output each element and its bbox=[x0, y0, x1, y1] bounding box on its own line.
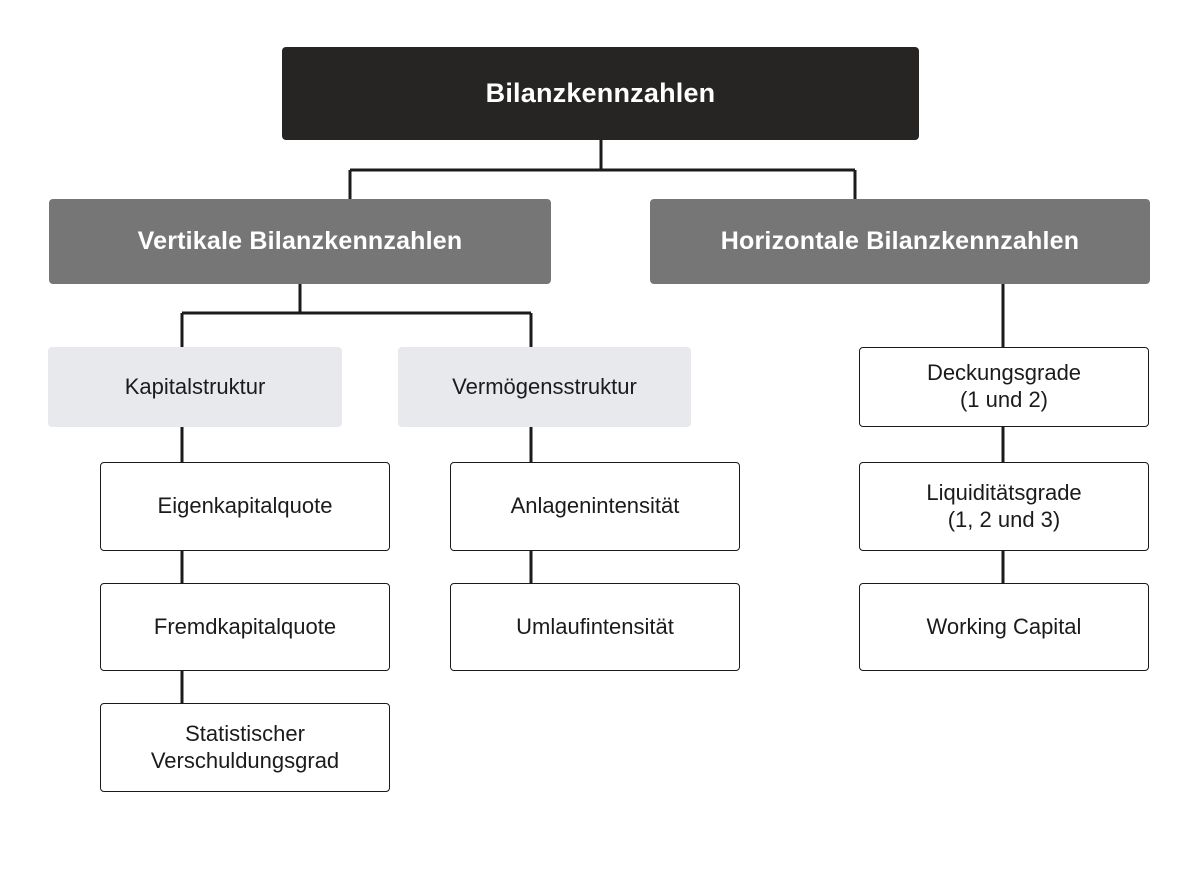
node-fremdkapitalquote-label: Fremdkapitalquote bbox=[153, 613, 337, 639]
node-horizontale-bilanzkennzahlen[interactable]: Horizontale Bilanzkennzahlen bbox=[650, 199, 1150, 284]
node-vermoegensstruktur-label: Vermögensstruktur bbox=[452, 373, 637, 399]
node-liquiditaetsgrade-label: Liquiditätsgrade (1, 2 und 3) bbox=[926, 479, 1082, 532]
node-kapitalstruktur[interactable]: Kapitalstruktur bbox=[48, 347, 342, 427]
node-bilanzkennzahlen[interactable]: Bilanzkennzahlen bbox=[282, 47, 919, 140]
node-horizontale-bilanzkennzahlen-label: Horizontale Bilanzkennzahlen bbox=[720, 227, 1080, 256]
node-deckungsgrade[interactable]: Deckungsgrade (1 und 2) bbox=[859, 347, 1149, 427]
node-working-capital-label: Working Capital bbox=[926, 613, 1082, 639]
node-statistischer-verschuldungsgrad-label: Statistischer Verschuldungsgrad bbox=[150, 720, 340, 773]
node-anlagenintensitaet-label: Anlagenintensität bbox=[510, 493, 680, 519]
node-vertikale-bilanzkennzahlen-label: Vertikale Bilanzkennzahlen bbox=[137, 227, 463, 256]
node-statistischer-verschuldungsgrad[interactable]: Statistischer Verschuldungsgrad bbox=[100, 703, 390, 792]
node-eigenkapitalquote-label: Eigenkapitalquote bbox=[157, 493, 333, 519]
node-umlaufintensitaet-label: Umlaufintensität bbox=[516, 613, 674, 639]
node-working-capital[interactable]: Working Capital bbox=[859, 583, 1149, 671]
node-bilanzkennzahlen-label: Bilanzkennzahlen bbox=[485, 78, 716, 109]
node-kapitalstruktur-label: Kapitalstruktur bbox=[124, 373, 266, 399]
node-liquiditaetsgrade[interactable]: Liquiditätsgrade (1, 2 und 3) bbox=[859, 462, 1149, 551]
node-deckungsgrade-label: Deckungsgrade (1 und 2) bbox=[926, 360, 1082, 412]
node-vertikale-bilanzkennzahlen[interactable]: Vertikale Bilanzkennzahlen bbox=[49, 199, 551, 284]
node-anlagenintensitaet[interactable]: Anlagenintensität bbox=[450, 462, 740, 551]
node-eigenkapitalquote[interactable]: Eigenkapitalquote bbox=[100, 462, 390, 551]
node-fremdkapitalquote[interactable]: Fremdkapitalquote bbox=[100, 583, 390, 671]
node-umlaufintensitaet[interactable]: Umlaufintensität bbox=[450, 583, 740, 671]
node-vermoegensstruktur[interactable]: Vermögensstruktur bbox=[398, 347, 691, 427]
